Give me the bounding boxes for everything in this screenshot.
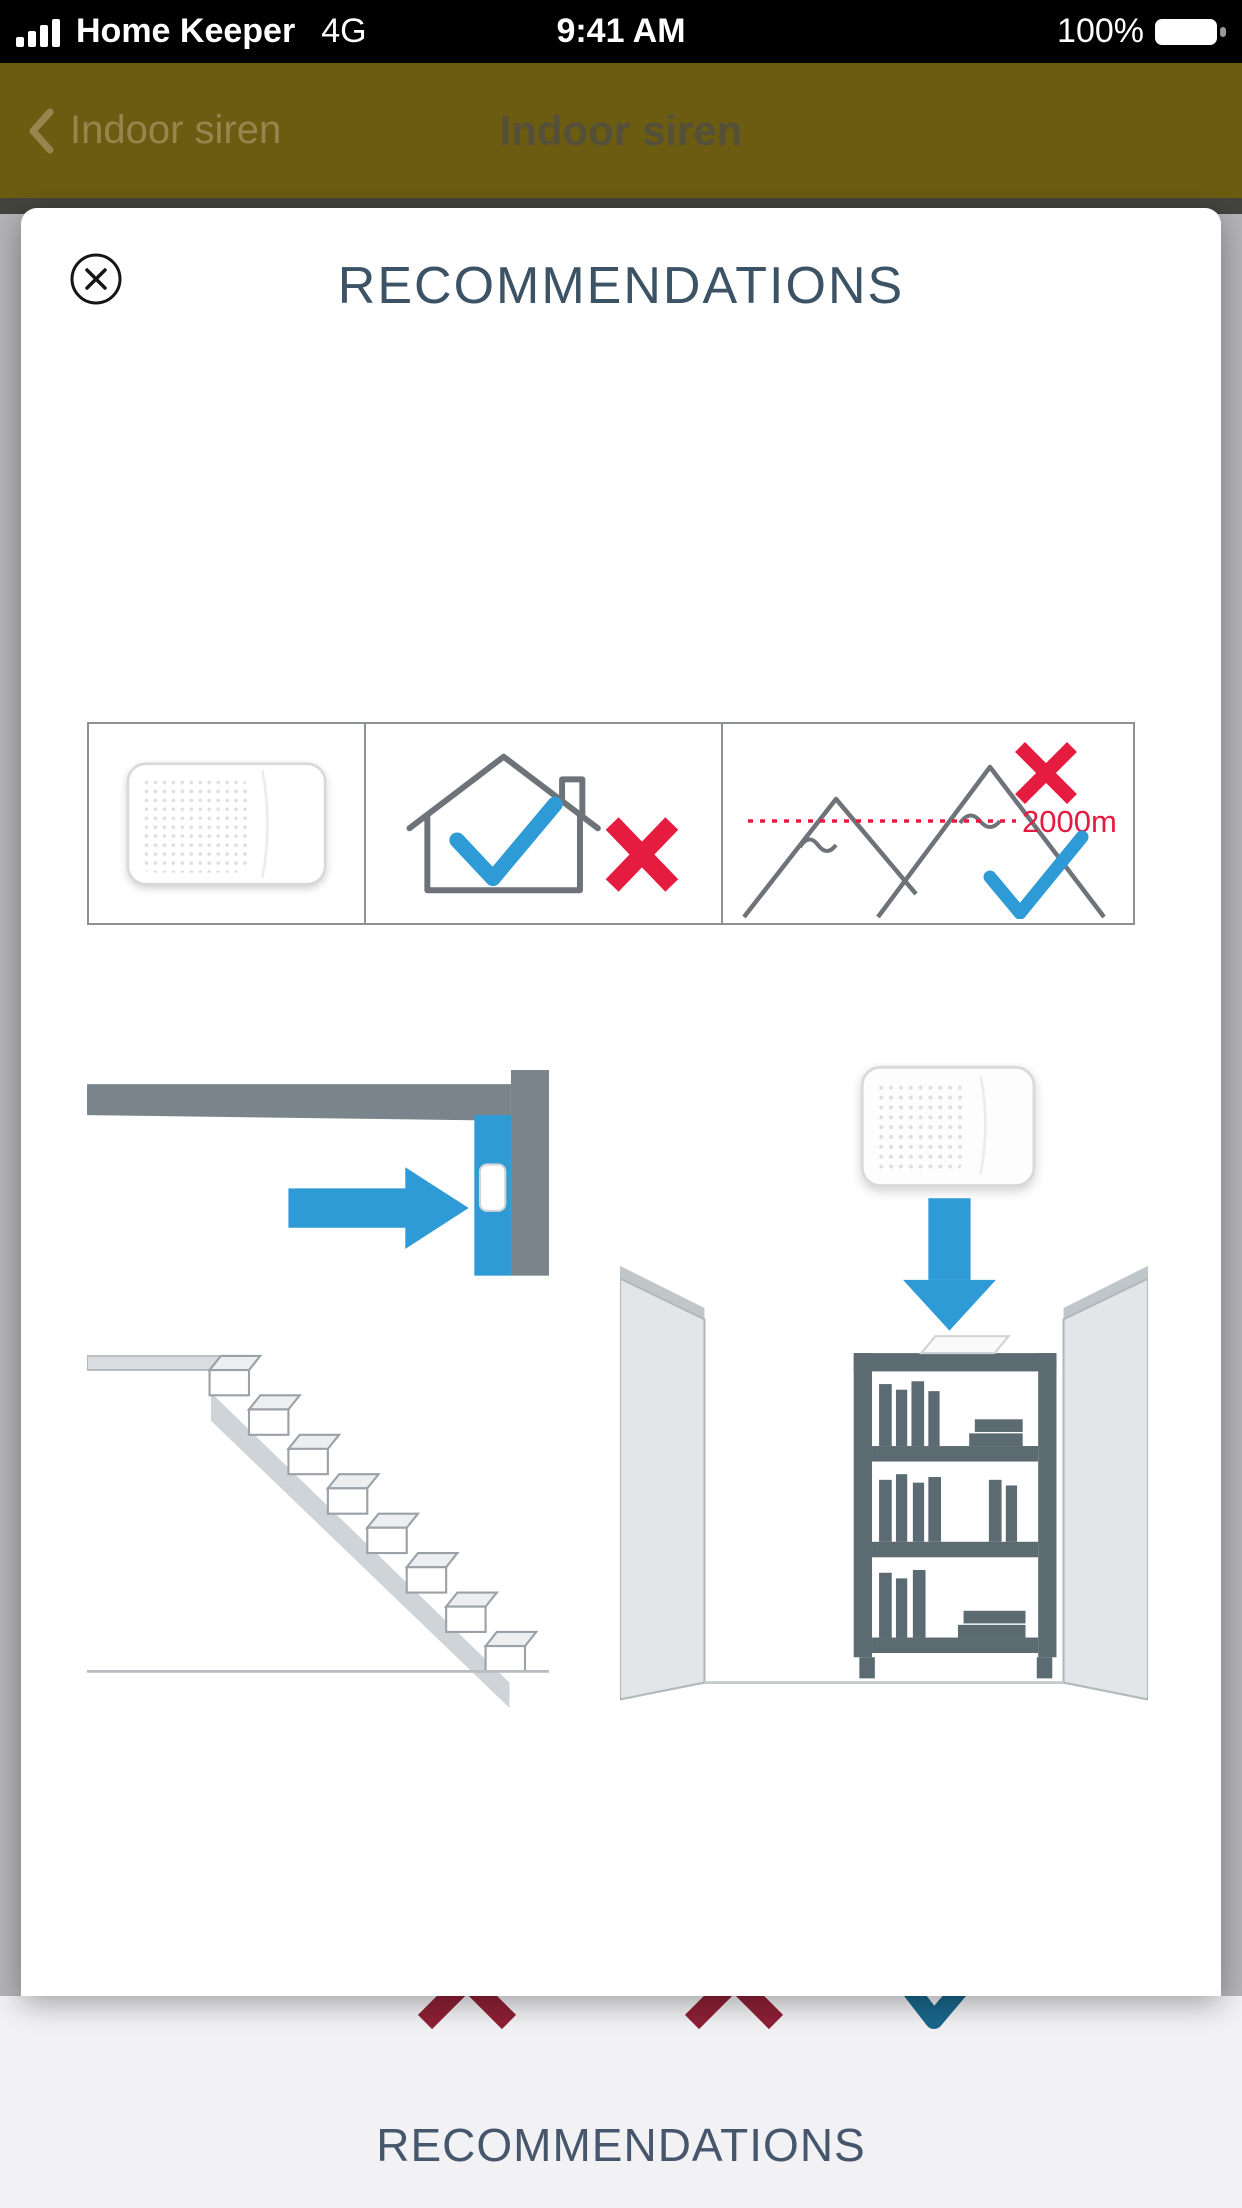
siren-device-illustration: [126, 762, 327, 885]
blue-arrow-icon: [903, 1198, 996, 1331]
siren-on-shelf: [919, 1335, 1011, 1355]
close-button[interactable]: [69, 252, 123, 306]
carrier-label: Home Keeper: [76, 12, 296, 50]
check-icon: [449, 796, 563, 887]
battery-icon: [1155, 18, 1226, 45]
partial-cross-check-icons: [417, 1996, 966, 2030]
mountain-altitude-illustration: 2000m: [741, 741, 1117, 919]
house-check-cross-illustration: [406, 753, 679, 894]
battery-percent-label: 100%: [1057, 12, 1144, 50]
background-page: RECOMMENDATIONS: [0, 1996, 1242, 2208]
chevron-left-icon: [29, 108, 54, 153]
rule-panel-altitude: 2000m: [720, 724, 1133, 923]
rule-panel-indoor-use: [363, 724, 721, 923]
page-title: Indoor siren: [499, 106, 743, 154]
background-section-title: RECOMMENDATIONS: [376, 2119, 866, 2171]
modal-title: RECOMMENDATIONS: [337, 257, 905, 315]
signal-bars-icon: [16, 18, 60, 47]
placement-rules-strip: 2000m: [87, 722, 1135, 925]
siren-on-wall: [478, 1163, 507, 1212]
rule-panel-device: [89, 724, 364, 923]
cross-icon: [605, 817, 679, 892]
back-button[interactable]: Indoor siren: [26, 63, 281, 198]
placement-scenes: [87, 1063, 1148, 1711]
clock-label: 9:41 AM: [556, 12, 686, 50]
recommendations-modal: RECOMMENDATIONS: [21, 208, 1221, 1996]
shelf-placement-illustration: [620, 1065, 1148, 1701]
page-header: Indoor siren Indoor siren: [0, 63, 1242, 198]
staircase-placement-illustration: [87, 1070, 549, 1708]
altitude-label: 2000m: [1022, 804, 1117, 839]
siren-device-illustration: [860, 1065, 1036, 1187]
network-type-label: 4G: [321, 12, 367, 50]
blue-arrow-icon: [288, 1167, 469, 1249]
status-bar: Home Keeper 4G 9:41 AM 100%: [0, 0, 1242, 63]
back-button-label: Indoor siren: [70, 108, 282, 152]
close-icon: [70, 253, 122, 305]
check-icon: [983, 830, 1089, 919]
cross-icon: [1014, 741, 1077, 804]
bookshelf: [853, 1353, 1057, 1679]
